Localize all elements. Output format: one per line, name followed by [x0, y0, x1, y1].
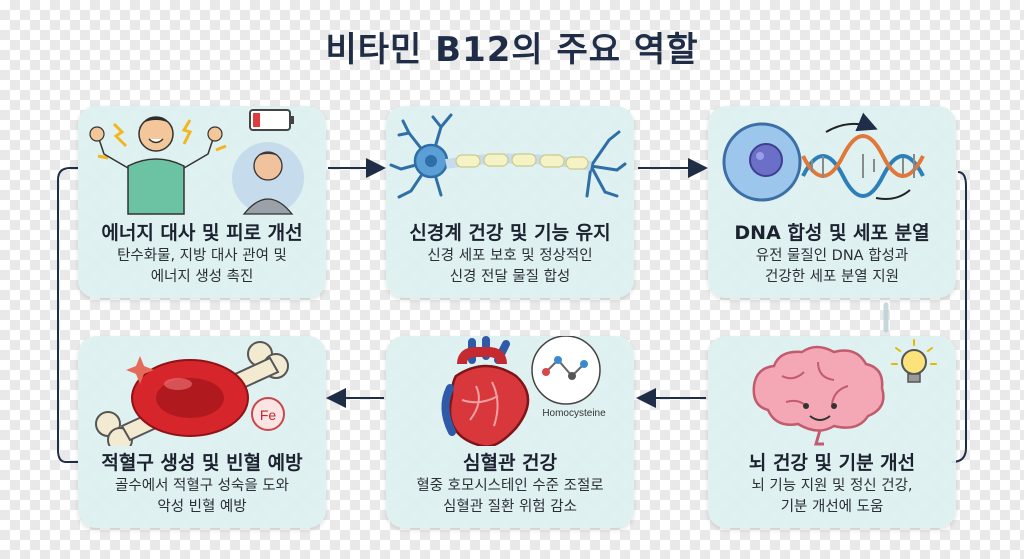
card-description: 유전 물질인 DNA 합성과 건강한 세포 분열 지원: [755, 248, 909, 285]
card-description: 뇌 기능 지원 및 정신 건강, 기분 개선에 도움: [751, 478, 913, 515]
page-title: 비타민 B12의 주요 역할: [325, 30, 699, 70]
card-description: 혈중 호모시스테인 수준 조절로 심혈관 질환 위험 감소: [416, 478, 604, 515]
card-brain-health: 뇌 건강 및 기분 개선 뇌 기능 지원 및 정신 건강, 기분 개선에 도움: [708, 336, 956, 528]
card-nervous-system: 신경계 건강 및 기능 유지 신경 세포 보호 및 정상적인 신경 전달 물질 …: [386, 106, 634, 298]
card-dna-synthesis: DNA 합성 및 세포 분열 유전 물질인 DNA 합성과 건강한 세포 분열 …: [708, 106, 956, 298]
card-red-blood-cell: Fe 적혈구 생성 및 빈혈 예방 골수에서 적혈구 성숙을 도와 악성 빈혈 …: [78, 336, 326, 528]
card-energy: 에너지 대사 및 피로 개선 탄수화물, 지방 대사 관여 및 에너지 생성 촉…: [78, 106, 326, 298]
card-description: 신경 세포 보호 및 정상적인 신경 전달 물질 합성: [427, 248, 593, 285]
heart-icon: Homocysteine: [441, 336, 606, 446]
card-title: 에너지 대사 및 피로 개선: [101, 222, 303, 244]
arrow-4-to-1: [57, 167, 78, 463]
energetic-person-icon: [89, 109, 304, 215]
red-blood-cell-icon: Fe: [95, 341, 289, 446]
neuron-icon: [389, 113, 627, 199]
card-title: DNA 합성 및 세포 분열: [734, 222, 930, 244]
dna-cell-icon: [722, 112, 925, 202]
card-cardiovascular: Homocysteine 심혈관 건강 혈중 호모시스테인 수준 조절로 심혈관…: [386, 336, 634, 528]
homocysteine-label: Homocysteine: [542, 408, 606, 419]
card-title: 적혈구 생성 및 빈혈 예방: [101, 452, 303, 474]
brain-icon: [752, 339, 937, 446]
iron-badge: Fe: [260, 407, 277, 423]
card-title: 뇌 건강 및 기분 개선: [748, 452, 916, 474]
card-title: 신경계 건강 및 기능 유지: [409, 222, 611, 244]
card-description: 탄수화물, 지방 대사 관여 및 에너지 생성 촉진: [117, 248, 287, 285]
card-description: 골수에서 적혈구 성숙을 도와 악성 빈혈 예방: [115, 478, 289, 515]
card-title: 심혈관 건강: [462, 452, 557, 474]
